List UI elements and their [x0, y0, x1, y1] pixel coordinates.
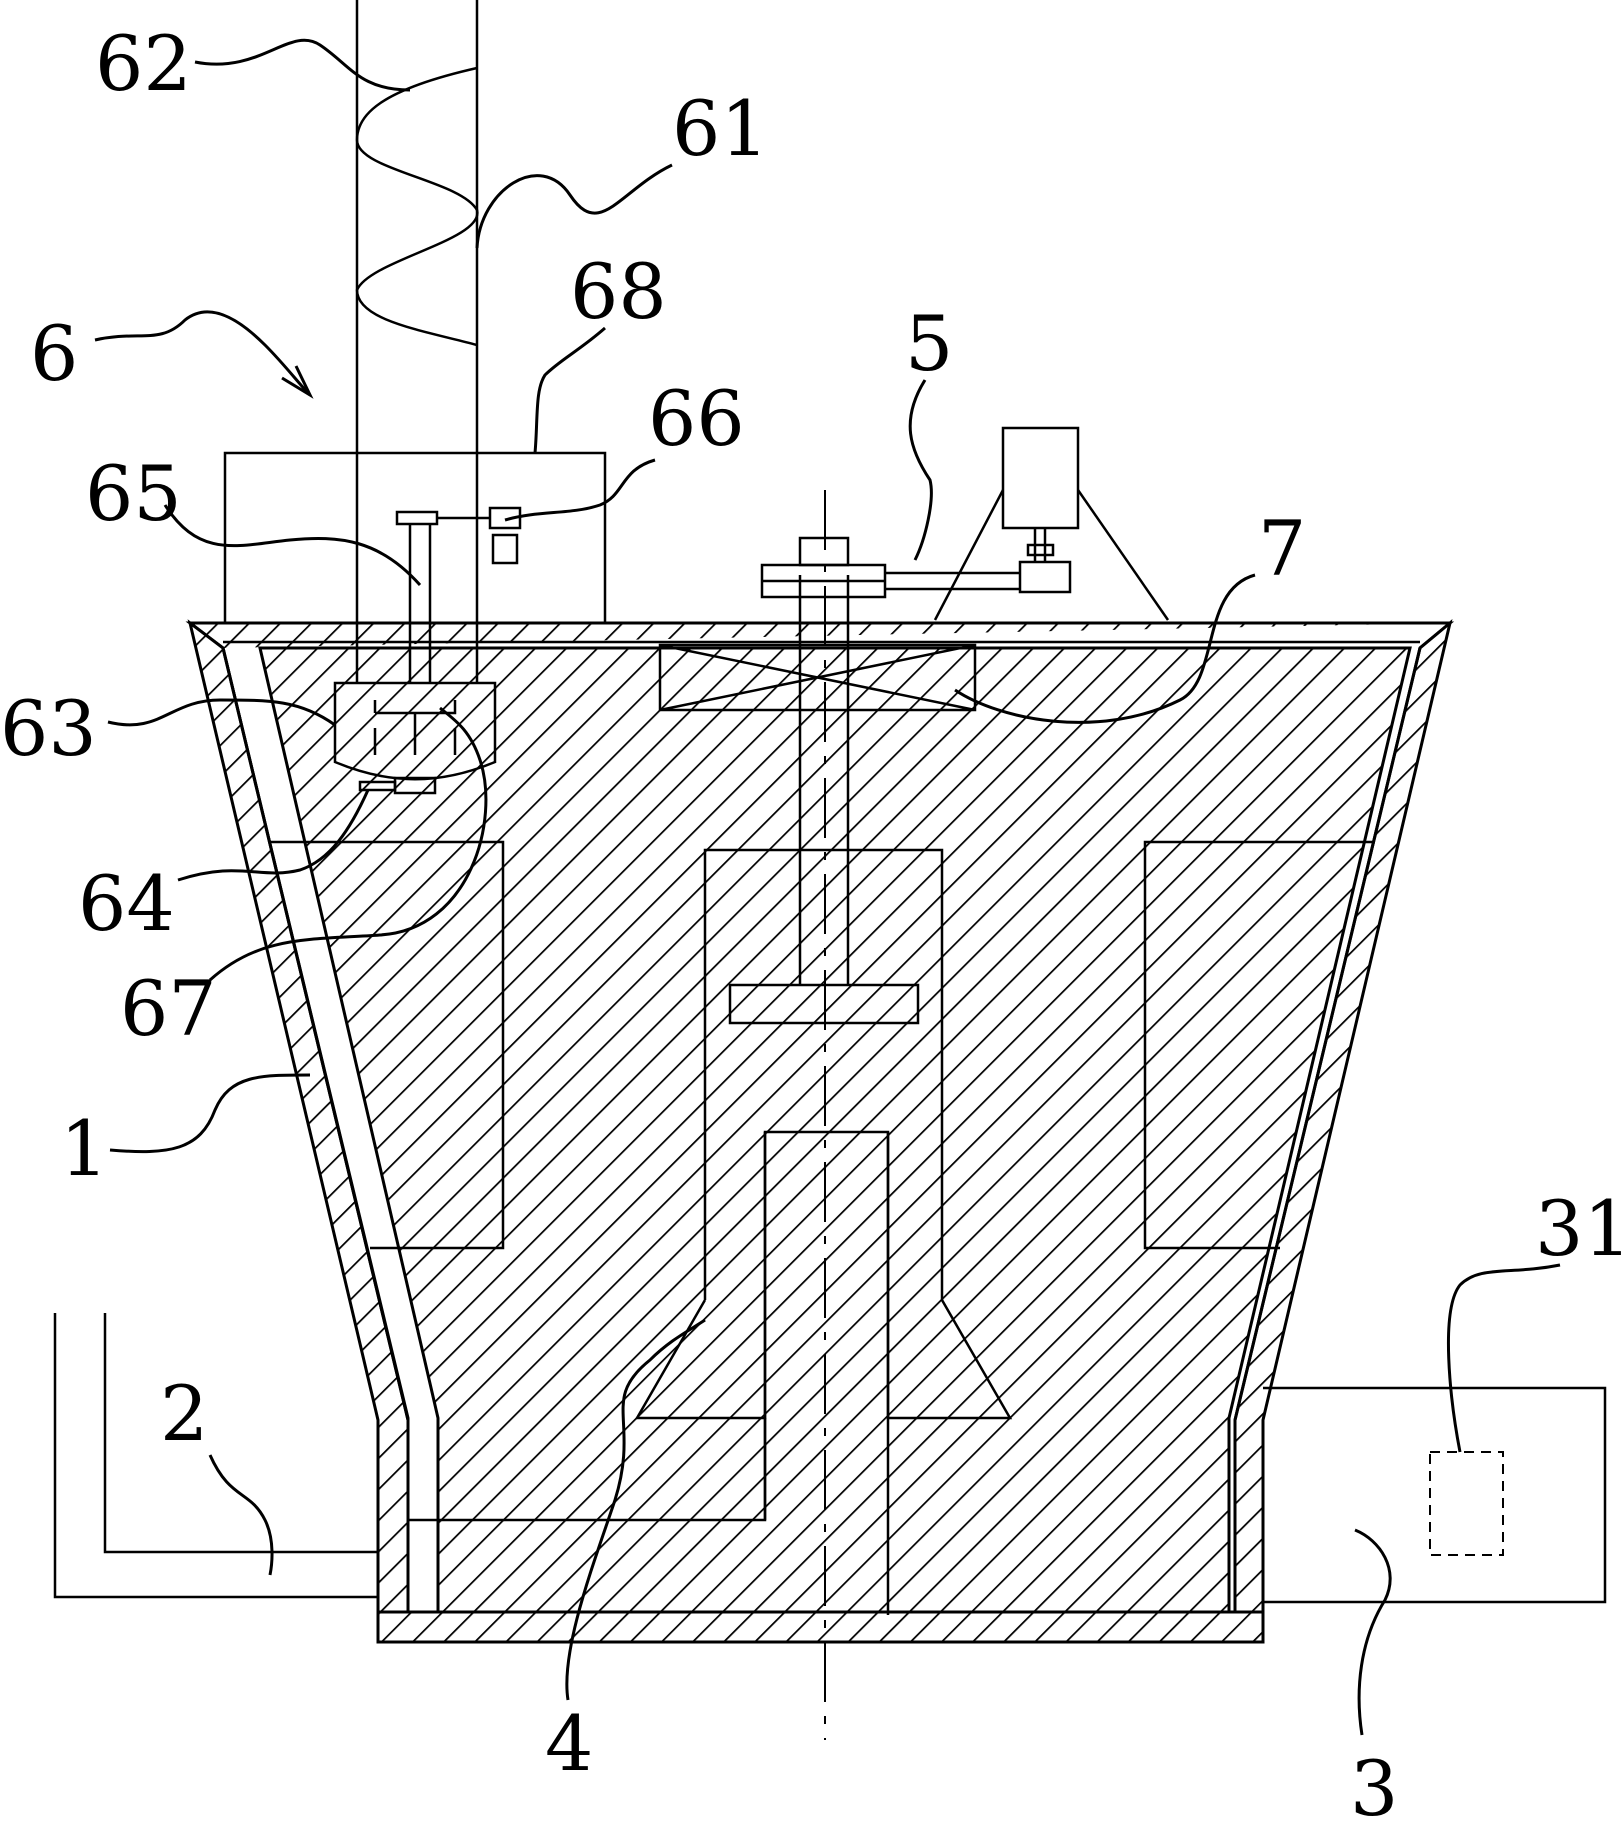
leader-3	[1354, 1528, 1392, 1736]
label-63: 63	[0, 684, 97, 773]
label-66: 66	[648, 374, 745, 463]
baffle-right	[1143, 840, 1375, 1250]
leader-4	[565, 1318, 706, 1701]
leader-68	[533, 326, 606, 454]
tank-wall-bottom	[376, 1610, 1265, 1644]
leader-62	[194, 38, 411, 92]
motor-coupling	[1026, 543, 1055, 557]
motor-stand-right	[1076, 489, 1170, 621]
box-3	[1263, 1386, 1607, 1604]
label-62: 62	[95, 19, 192, 108]
impeller-7	[658, 643, 977, 712]
leader-65	[163, 504, 422, 586]
leader-64	[177, 789, 370, 882]
label-67: 67	[120, 964, 217, 1053]
sensor-31	[1429, 1451, 1504, 1556]
label-31: 31	[1535, 1184, 1622, 1273]
valve-67	[373, 700, 457, 755]
leader-31	[1446, 1263, 1561, 1453]
box-68	[223, 451, 607, 625]
actuator-66	[491, 533, 519, 565]
leader-66	[504, 458, 656, 522]
rod-66	[395, 510, 439, 526]
tank-inner-wall	[221, 647, 1422, 1614]
pipe-2-outer-a	[103, 1313, 378, 1554]
pulley-motor	[1018, 560, 1072, 594]
label-2: 2	[160, 1369, 208, 1458]
leader-7	[954, 573, 1256, 724]
motor-stand-left	[933, 489, 1005, 621]
paddle	[728, 983, 920, 1025]
label-6: 6	[30, 309, 78, 398]
label-1: 1	[60, 1104, 108, 1193]
label-61: 61	[672, 84, 769, 173]
label-65: 65	[85, 449, 182, 538]
leader-67	[208, 706, 488, 982]
label-5: 5	[905, 299, 953, 388]
leader-63	[107, 698, 336, 727]
label-4: 4	[545, 1699, 593, 1788]
label-64: 64	[78, 859, 175, 948]
leader-1	[109, 1073, 311, 1154]
label-3: 3	[1350, 1744, 1398, 1833]
screw-blade	[355, 66, 479, 347]
part-64-b	[358, 780, 397, 792]
leader-6-arrow	[281, 365, 314, 399]
leader-6	[94, 310, 312, 397]
label-68: 68	[570, 247, 667, 336]
baffle-left	[270, 840, 505, 1250]
leader-5	[908, 379, 933, 561]
motor-5	[1001, 426, 1080, 530]
label-7: 7	[1258, 504, 1306, 593]
leader-61	[475, 163, 673, 249]
pipe-2-inner	[408, 1418, 767, 1522]
pipe-2-outer-b	[53, 1313, 378, 1599]
leader-2	[208, 1454, 274, 1576]
